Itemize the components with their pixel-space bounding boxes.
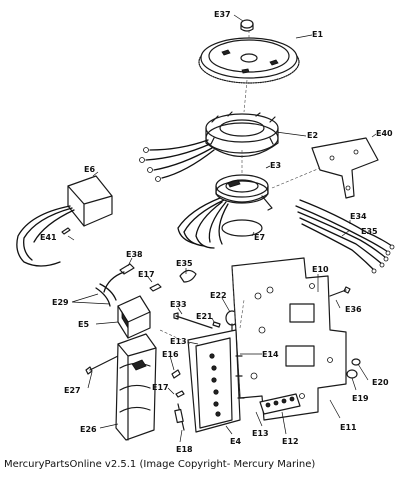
- label-e36: E36: [345, 305, 362, 314]
- label-e18: E18: [176, 445, 193, 454]
- part-e21-screw: [212, 321, 221, 328]
- part-e4-switchbox: [187, 329, 245, 433]
- part-e33-bolt: [173, 312, 213, 329]
- label-e34: E34: [350, 212, 367, 221]
- part-e2-wires: [139, 139, 215, 182]
- part-e41-screw: [61, 227, 71, 235]
- part-e3-trigger: [215, 174, 273, 211]
- label-e6: E6: [84, 165, 95, 174]
- part-e38-lead: [103, 263, 135, 293]
- part-e27-bolt: [85, 355, 119, 375]
- label-e7: E7: [254, 233, 265, 242]
- part-e37-nut: [240, 19, 254, 32]
- part-e2-stator: [205, 111, 279, 158]
- label-e4: E4: [230, 437, 241, 446]
- part-e35-clamp: [179, 269, 197, 283]
- leader-lines: [67, 14, 377, 443]
- label-e13-upper: E13: [170, 337, 187, 346]
- part-e6-module: [16, 175, 113, 267]
- part-e19-washer: [346, 369, 358, 379]
- label-e35-harness: E35: [361, 227, 378, 236]
- label-e38: E38: [126, 250, 143, 259]
- part-e18-resistor: [174, 403, 185, 431]
- label-e3: E3: [270, 161, 281, 170]
- part-e16-screw: [171, 369, 181, 379]
- part-e12-terminal-block: [259, 393, 301, 415]
- part-labels: E37 E1 E2 E40 E6 E3 E34 E35 E41 E7 E38 E…: [40, 10, 393, 454]
- part-e29-wires: [95, 283, 117, 307]
- label-e20: E20: [372, 378, 389, 387]
- part-e3-wires: [177, 197, 229, 249]
- part-e1-flywheel: [198, 37, 300, 84]
- label-e26: E26: [80, 425, 97, 434]
- assembly-lines: [159, 30, 321, 345]
- part-e36-bolt: [329, 286, 351, 297]
- label-e22: E22: [210, 291, 227, 300]
- label-e27: E27: [64, 386, 81, 395]
- part-e17-clip: [149, 283, 162, 292]
- label-e17-upper: E17: [138, 270, 155, 279]
- label-e41: E41: [40, 233, 57, 242]
- part-e20-nut: [351, 358, 361, 366]
- label-e21: E21: [196, 312, 213, 321]
- part-e17-screw: [175, 390, 185, 398]
- label-e16: E16: [162, 350, 179, 359]
- label-e13-lower: E13: [252, 429, 269, 438]
- label-e35-clamp: E35: [176, 259, 193, 268]
- label-e5: E5: [78, 320, 89, 329]
- part-e5-coil: [117, 295, 151, 339]
- image-caption: MercuryPartsOnline v2.5.1 (Image Copyrig…: [4, 459, 316, 470]
- label-e1: E1: [312, 30, 323, 39]
- label-e19: E19: [352, 394, 369, 403]
- label-e29: E29: [52, 298, 69, 307]
- part-e26-coil-pack: [115, 333, 157, 441]
- label-e33: E33: [170, 300, 187, 309]
- part-e40-bracket: [311, 137, 379, 199]
- part-e34-harness: [295, 199, 395, 274]
- label-e10: E10: [312, 265, 329, 274]
- label-e17-lower: E17: [152, 383, 169, 392]
- label-e40: E40: [376, 129, 393, 138]
- label-e12: E12: [282, 437, 299, 446]
- label-e37: E37: [214, 10, 231, 19]
- label-e14: E14: [262, 350, 279, 359]
- label-e2: E2: [307, 131, 318, 140]
- part-e7-ring: [221, 219, 263, 237]
- label-e11: E11: [340, 423, 357, 432]
